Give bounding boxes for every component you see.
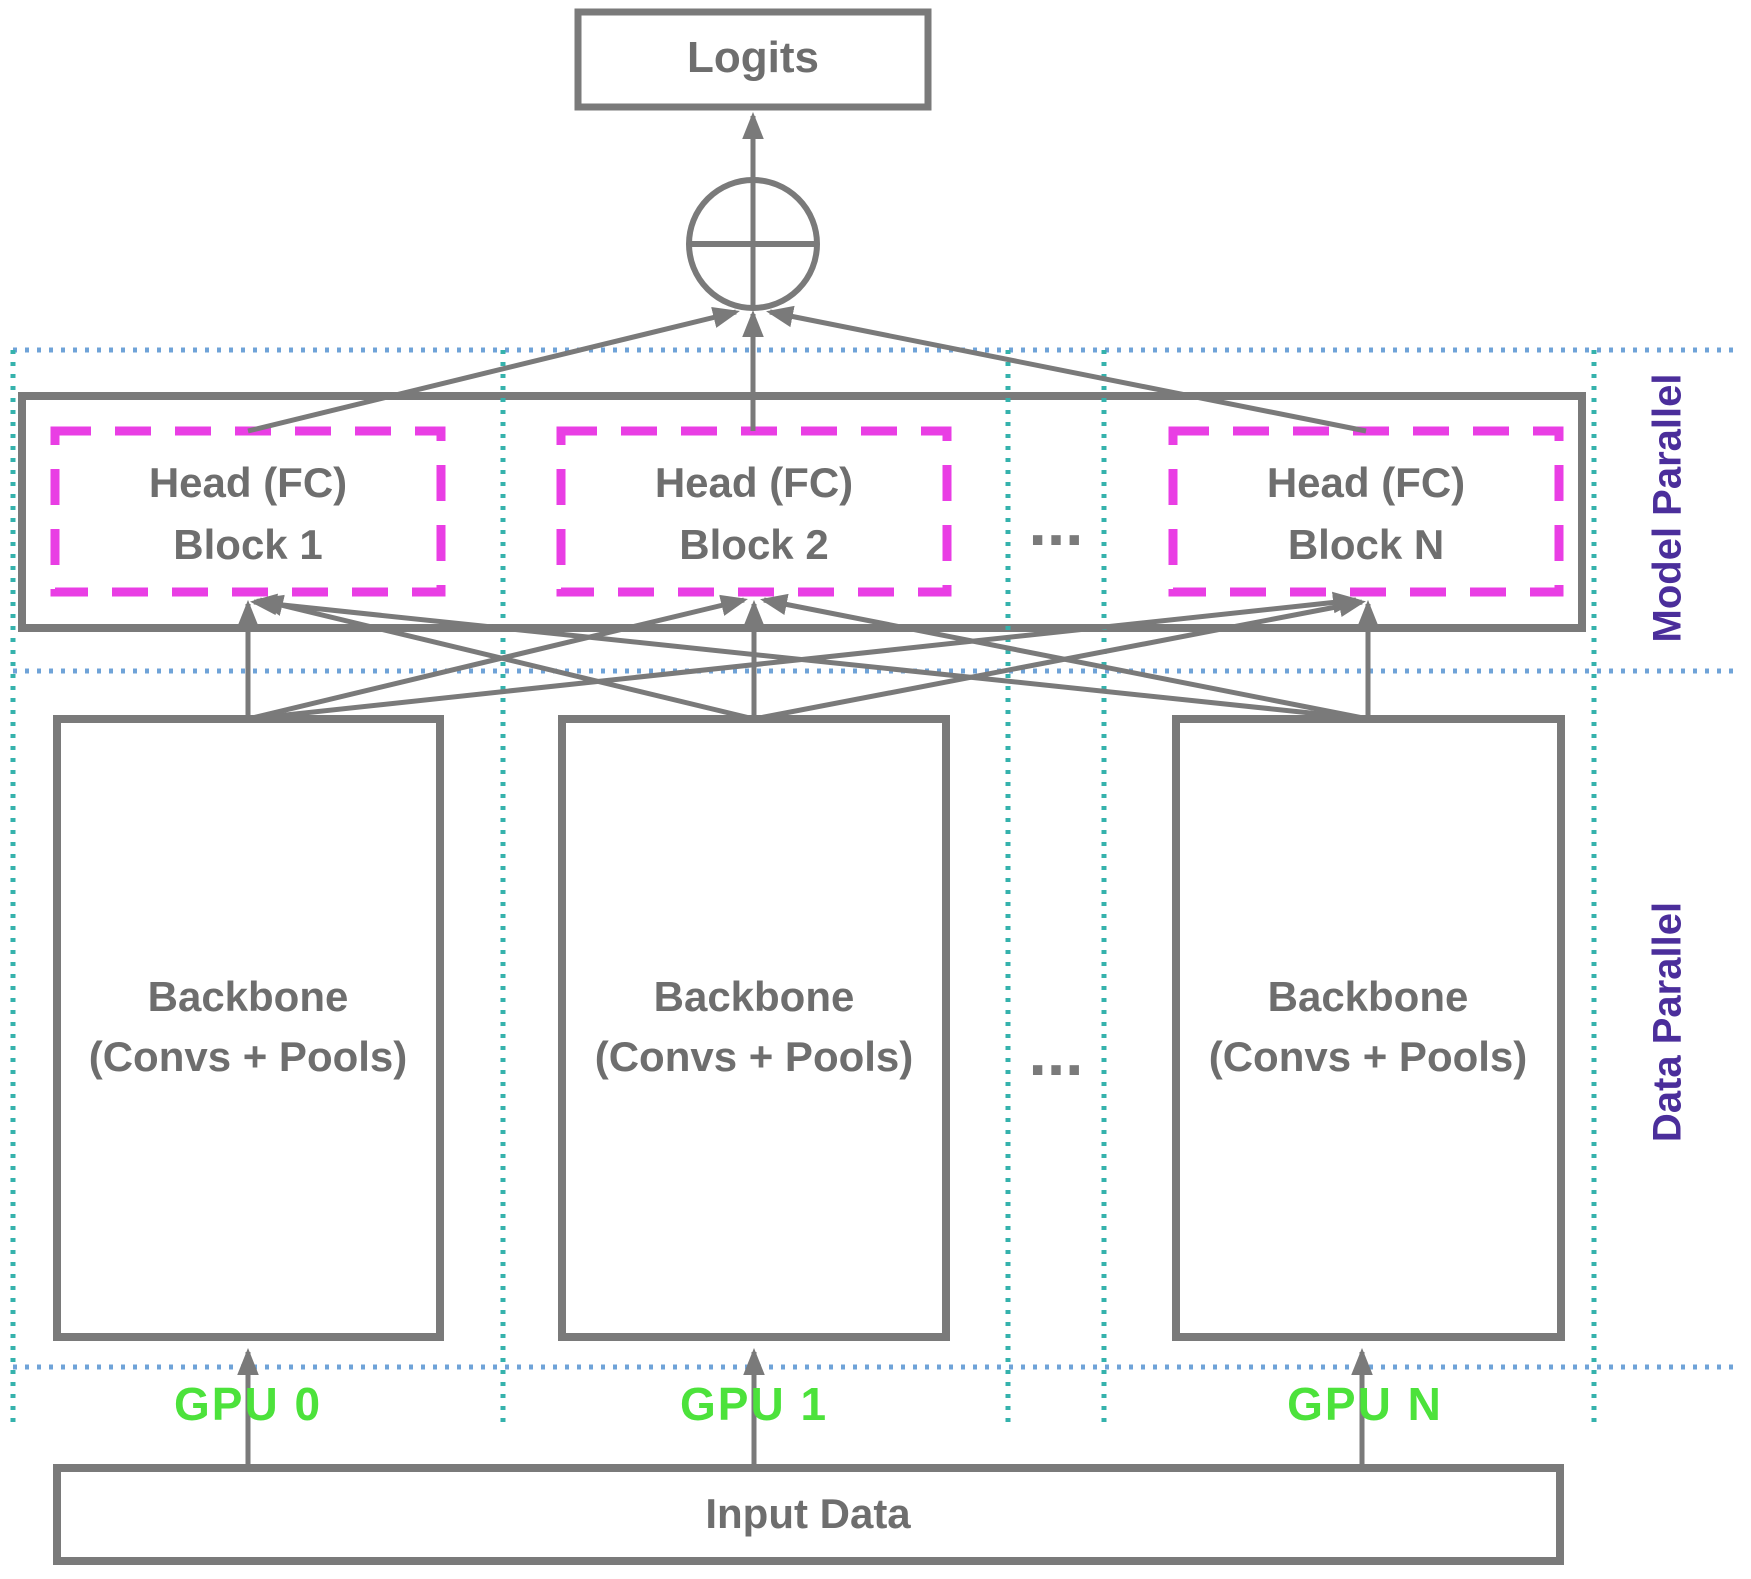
gpu-0-label: GPU 0 [173, 1378, 323, 1430]
backbone-1-line2: (Convs + Pools) [88, 1033, 408, 1080]
backbone-2-label: Backbone (Convs + Pools) [595, 967, 914, 1087]
logits-box [574, 8, 932, 111]
input-data-box [53, 1464, 1564, 1565]
model-parallel-region-label: Model Parallel [1645, 373, 1690, 643]
head-block-1-line1: Head (FC) [148, 459, 348, 506]
arrow-backbonen-to-head1 [249, 593, 1369, 722]
arrow-backbone2-to-headn [753, 595, 1366, 722]
backbone-1-line1: Backbone [147, 973, 349, 1020]
arrow-head1-to-sum [247, 306, 740, 434]
head-block-n-line2: Block N [1287, 521, 1445, 568]
arrow-backbone2-to-head1 [256, 594, 755, 722]
arrow-headn-to-sum [766, 305, 1367, 434]
arrow-backbonen-to-head2 [760, 593, 1369, 722]
head-block-1-line2: Block 1 [173, 521, 323, 568]
backbone-box-2 [558, 715, 950, 1341]
backbone-n-line2: (Convs + Pools) [1208, 1033, 1528, 1080]
backbone-n-label: Backbone (Convs + Pools) [1209, 967, 1528, 1087]
backbone-n-line1: Backbone [1267, 973, 1469, 1020]
head-block-2-line1: Head (FC) [654, 459, 854, 506]
data-parallel-region-label: Data Parallel [1645, 901, 1690, 1143]
head-block-n-line1: Head (FC) [1266, 459, 1466, 506]
backbone-1-label: Backbone (Convs + Pools) [89, 967, 408, 1087]
head-block-2-line2: Block 2 [679, 521, 829, 568]
gpu-n-label: GPU N [1287, 1378, 1443, 1430]
backbone-2-line1: Backbone [653, 973, 855, 1020]
arrow-backbone1-to-head2 [247, 594, 748, 722]
backbone-box-n [1172, 715, 1565, 1341]
gpu-1-label: GPU 1 [679, 1378, 829, 1430]
logits-label: Logits [687, 33, 819, 82]
head-block-2-label: Head (FC) Block 2 [655, 452, 853, 576]
backbone-2-line2: (Convs + Pools) [594, 1033, 914, 1080]
head-block-n-label: Head (FC) Block N [1267, 452, 1465, 576]
head-block-1-label: Head (FC) Block 1 [149, 452, 347, 576]
input-data-label: Input Data [705, 1490, 911, 1537]
